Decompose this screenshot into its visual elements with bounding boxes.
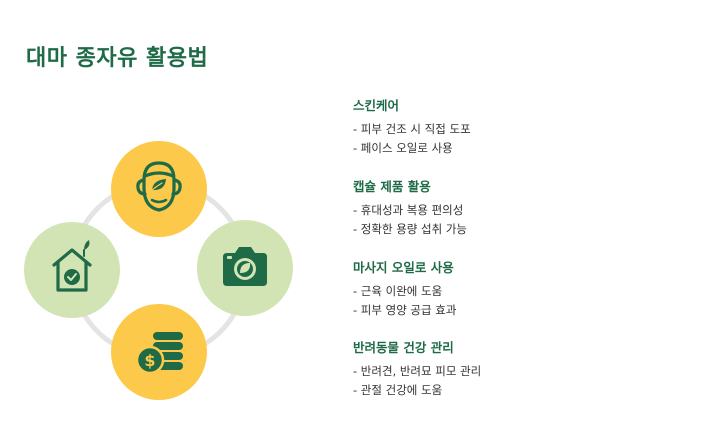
list-item: - 정확한 용량 섭취 가능: [353, 222, 467, 236]
section-skincare: 스킨케어 - 피부 건조 시 직접 도포 - 페이스 오일로 사용: [353, 98, 693, 158]
section-items: - 피부 건조 시 직접 도포 - 페이스 오일로 사용: [353, 120, 693, 158]
section-items: - 반려견, 반려묘 피모 관리 - 관절 건강에 도움: [353, 362, 693, 400]
home-check-icon: [52, 240, 92, 292]
list-item: - 페이스 오일로 사용: [353, 141, 453, 155]
node-capsule: [197, 220, 293, 316]
coins-dollar-icon: $: [135, 332, 183, 375]
section-title: 마사지 오일로 사용: [353, 260, 454, 275]
svg-text:$: $: [144, 351, 155, 370]
face-leaf-icon: [136, 161, 182, 212]
section-title: 캡슐 제품 활용: [353, 179, 431, 194]
usage-cycle-diagram: $: [24, 141, 293, 400]
section-capsule: 캡슐 제품 활용 - 휴대성과 복용 편의성 - 정확한 용량 섭취 가능: [353, 179, 693, 239]
list-item: - 피부 건조 시 직접 도포: [353, 122, 471, 136]
section-massage: 마사지 오일로 사용 - 근육 이완에 도움 - 피부 영양 공급 효과: [353, 260, 693, 320]
list-item: - 근육 이완에 도움: [353, 284, 443, 298]
page-title: 대마 종자유 활용법: [26, 46, 209, 71]
node-massage: $: [111, 304, 207, 400]
section-title: 반려동물 건강 관리: [353, 340, 454, 355]
camera-leaf-icon: [223, 247, 267, 286]
list-item: - 반려견, 반려묘 피모 관리: [353, 364, 482, 378]
node-skincare: [111, 141, 207, 237]
section-pet-care: 반려동물 건강 관리 - 반려견, 반려묘 피모 관리 - 관절 건강에 도움: [353, 340, 693, 400]
section-items: - 휴대성과 복용 편의성 - 정확한 용량 섭취 가능: [353, 201, 693, 239]
node-pet-care: [24, 222, 120, 318]
list-item: - 관절 건강에 도움: [353, 383, 443, 397]
list-item: - 휴대성과 복용 편의성: [353, 203, 464, 217]
section-items: - 근육 이완에 도움 - 피부 영양 공급 효과: [353, 282, 693, 320]
list-item: - 피부 영양 공급 효과: [353, 303, 457, 317]
section-title: 스킨케어: [353, 98, 400, 113]
